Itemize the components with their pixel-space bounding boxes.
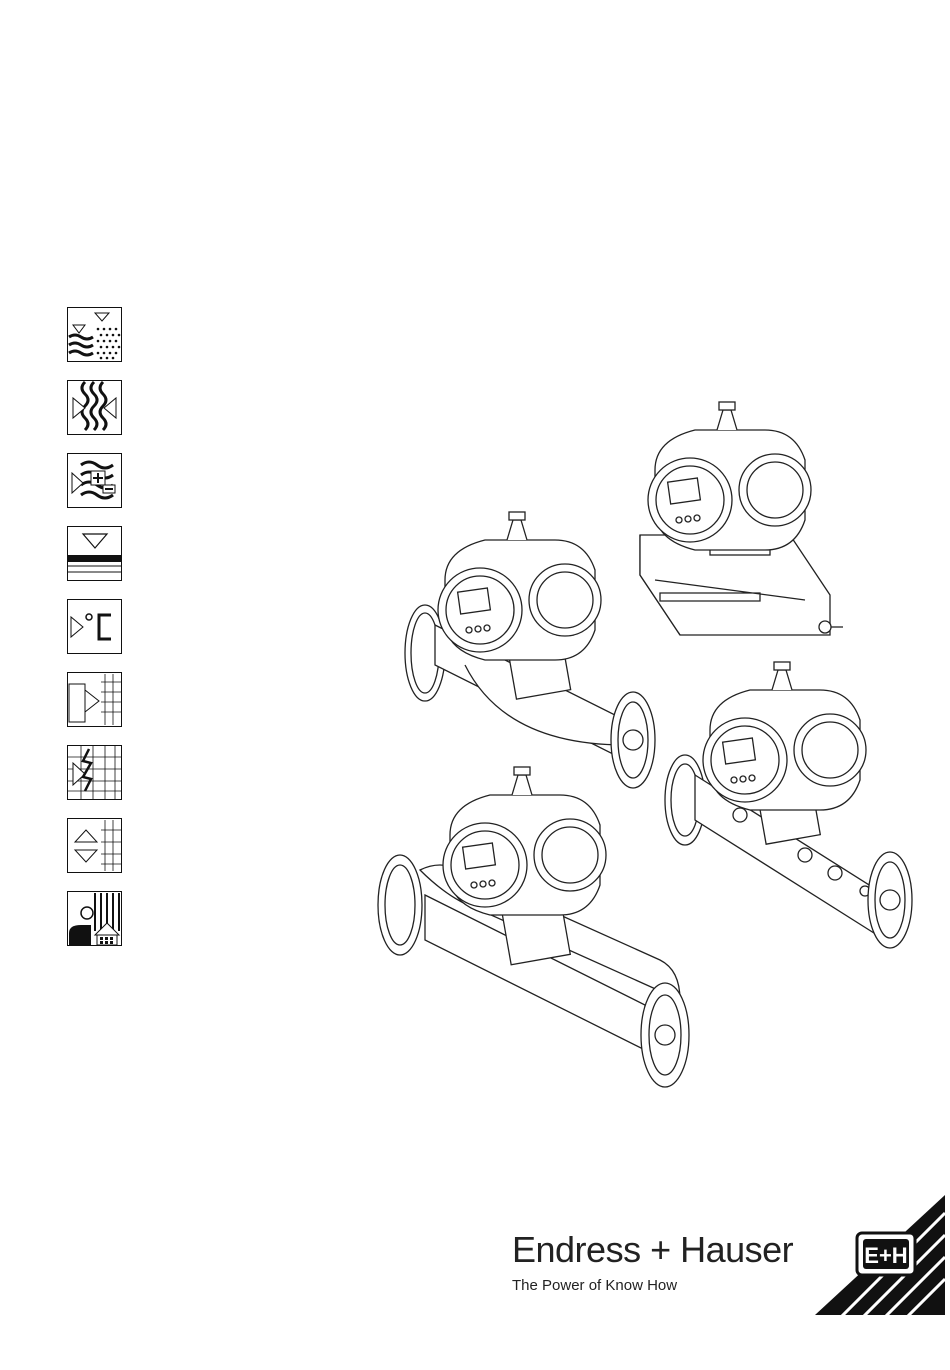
brand-tagline: The Power of Know How (512, 1277, 832, 1294)
eh-logo: E+H (815, 1195, 945, 1315)
flowmeter-left (405, 512, 655, 788)
flowmeter-compact (640, 402, 843, 635)
flowmeter-bottom (378, 767, 689, 1087)
system-component-icon (67, 745, 122, 800)
analysis-icon (67, 453, 122, 508)
services-icon (67, 891, 122, 946)
limit-switch-icon (67, 818, 122, 873)
temperature-icon (67, 599, 122, 654)
coriolis-flowmeters-illustration (365, 395, 925, 1095)
pressure-icon (67, 526, 122, 581)
flow-icon (67, 380, 122, 435)
level-icon (67, 307, 122, 362)
brand-block: Endress + Hauser The Power of Know How (512, 1232, 832, 1294)
eh-logo-letters: E+H (864, 1243, 907, 1268)
brand-name: Endress + Hauser (512, 1232, 832, 1268)
flowmeter-right (665, 662, 912, 948)
recording-icon (67, 672, 122, 727)
